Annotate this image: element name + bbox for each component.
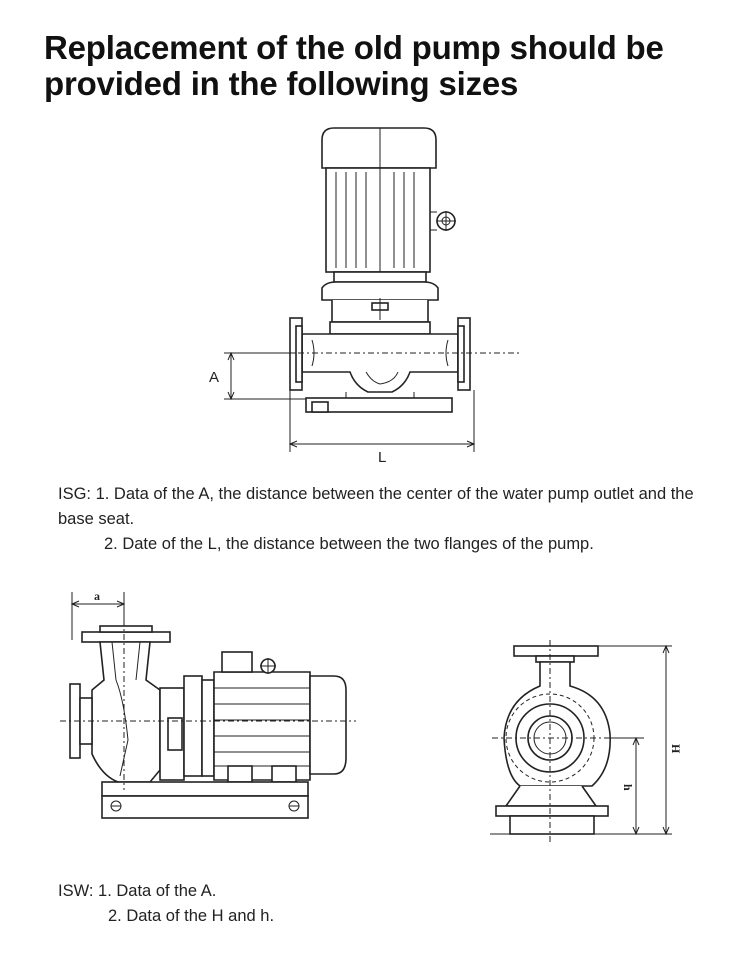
- isw-h-label: h: [621, 784, 635, 791]
- isw-note-line-2: 2. Data of the H and h.: [108, 907, 275, 925]
- isg-note-line-1: ISG: 1. Data of the A, the distance betw…: [58, 485, 694, 528]
- isg-a-label: A: [209, 369, 219, 386]
- isw-note-line-1: ISW: 1. Data of the A.: [58, 882, 217, 900]
- isg-note: ISG: 1. Data of the A, the distance betw…: [58, 482, 718, 557]
- isw-note: ISW: 1. Data of the A. 2. Data of the H …: [58, 879, 658, 929]
- isg-note-line-2: 2. Date of the L, the distance between t…: [104, 535, 594, 553]
- page-title: Replacement of the old pump should be pr…: [44, 29, 664, 102]
- isw-H-label: H: [669, 744, 683, 754]
- isg-l-label: L: [378, 449, 386, 466]
- isw-a-label: a: [94, 589, 100, 603]
